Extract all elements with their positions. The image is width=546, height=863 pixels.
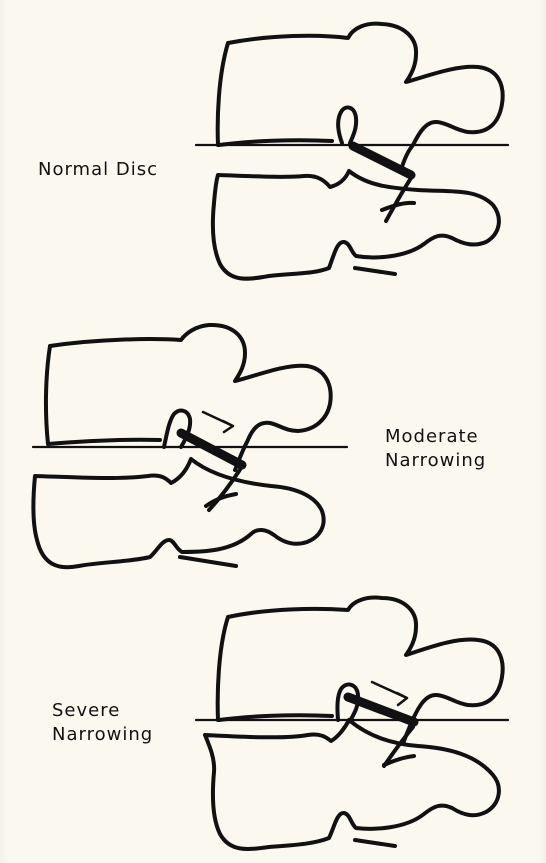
moderate-lower-vertebra	[33, 459, 323, 567]
moderate-label-line-1: Moderate	[385, 425, 486, 449]
moderate-arrow-icon	[203, 412, 233, 432]
normal-disc-label-text: Normal Disc	[38, 158, 158, 182]
severe-lower-vertebra	[205, 720, 499, 849]
severe-label-line-1: Severe	[52, 699, 153, 723]
moderate-label-line-2: Narrowing	[385, 449, 486, 473]
severe-narrowing-illustration	[196, 598, 508, 849]
moderate-narrowing-illustration	[33, 325, 347, 567]
severe-narrowing-label: Severe Narrowing	[52, 699, 153, 747]
severe-label-line-2: Narrowing	[52, 723, 153, 747]
severe-arrow-icon	[372, 682, 407, 705]
normal-disc-illustration	[196, 24, 508, 279]
moderate-upper-vertebra	[46, 325, 331, 470]
normal-lower-vertebra	[213, 171, 499, 279]
moderate-narrowing-label: Moderate Narrowing	[385, 425, 486, 473]
severe-upper-vertebra	[218, 598, 503, 744]
normal-disc-label: Normal Disc	[38, 158, 158, 182]
